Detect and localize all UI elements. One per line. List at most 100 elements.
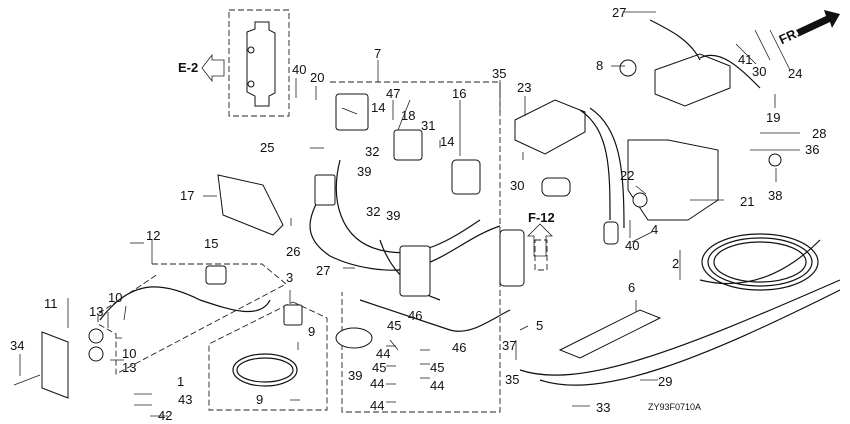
callout: 40 [292,62,306,77]
fuse-cover-16 [451,159,481,195]
callout: 1 [177,374,184,389]
panel-plate-11 [41,331,69,399]
callout: 45 [430,360,444,375]
callout: 9 [256,392,263,407]
callout: 18 [401,108,415,123]
callout: 27 [612,5,626,20]
callout: 19 [766,110,780,125]
callout: 7 [374,46,381,61]
socket-13a [88,328,104,344]
switch-base-21 [627,139,719,221]
gasket-18 [393,129,423,161]
regulator-box [654,53,731,107]
callout: 32 [365,144,379,159]
callout: 36 [805,142,819,157]
callout: 6 [628,280,635,295]
group-3-outline [208,301,328,411]
main-wire-harness [309,159,525,332]
front-direction-icon [796,10,840,36]
callout: 10 [122,346,136,361]
callout: 13 [89,304,103,319]
callout: 28 [812,126,826,141]
callout: 39 [357,164,371,179]
callout: 44 [430,378,444,393]
callout: 35 [492,66,506,81]
callout: 11 [44,296,58,311]
callout: 45 [372,360,386,375]
grommet-22 [632,192,648,208]
connector-3 [283,304,303,326]
callout: 13 [122,360,136,375]
callout: 38 [768,188,782,203]
callout: 45 [387,318,401,333]
callout: 3 [286,270,293,285]
bracket-6 [558,309,662,359]
callout: 29 [658,374,672,389]
socket-13b [88,346,104,362]
callout: 30 [752,64,766,79]
callout: 16 [452,86,466,101]
ref-f12[interactable]: F-12 [528,210,555,225]
callout: 20 [310,70,324,85]
callout: 27 [316,263,330,278]
ignition-coil-23 [514,99,586,155]
callout: 26 [286,244,300,259]
diagram-code: ZY93F0710A [648,402,701,412]
group-12-outline [97,263,287,375]
fuse-holder [499,229,525,287]
callout: 22 [620,168,634,183]
callout: 37 [502,338,516,353]
leader-lines [19,11,800,417]
callout: 46 [452,340,466,355]
callout: 33 [596,400,610,415]
callout: 31 [421,118,435,133]
connector [314,174,336,206]
clamp-39 [335,327,373,349]
e2-dashed-box [228,9,290,117]
callout: 44 [370,398,384,413]
callout: 41 [738,52,752,67]
battery-cables [519,233,841,386]
front-direction-label: FR. [777,25,802,47]
callout: 47 [386,86,400,101]
callout: 10 [108,290,122,305]
callout: 39 [348,368,362,383]
group-7-bracket [330,81,501,413]
plug-cap [541,177,571,197]
callout: 43 [178,392,192,407]
callout: 24 [788,66,802,81]
clip-8 [619,59,637,77]
callout: 21 [740,194,754,209]
callout: 12 [146,228,160,243]
relay-bracket [246,21,276,107]
callout: 44 [376,346,390,361]
callout-labels: 1 2 3 4 5 6 7 8 9 9 10 10 11 12 13 13 14… [10,5,826,423]
callout: 44 [370,376,384,391]
callout: 5 [536,318,543,333]
ref-e2[interactable]: E-2 [178,60,198,75]
callout: 25 [260,140,274,155]
spark-cap [603,221,619,245]
callout: 46 [408,308,422,323]
callout: 2 [672,256,679,271]
e2-subassembly: E-2 [178,9,290,117]
e2-arrow-icon [201,53,225,83]
connector-12 [205,265,227,285]
callout: 23 [517,80,531,95]
callout: 17 [180,188,194,203]
callout: 9 [308,324,315,339]
callout: 8 [596,58,603,73]
callout: 30 [510,178,524,193]
bracket-17 [217,174,284,236]
callout: 14 [440,134,454,149]
callout: 39 [386,208,400,223]
callout: 15 [204,236,218,251]
callout: 14 [371,100,385,115]
f12-arrow-icon [527,223,553,271]
callout: 4 [651,222,658,237]
fuse-block [399,245,431,297]
sensor-38 [768,153,782,167]
callout: 34 [10,338,24,353]
